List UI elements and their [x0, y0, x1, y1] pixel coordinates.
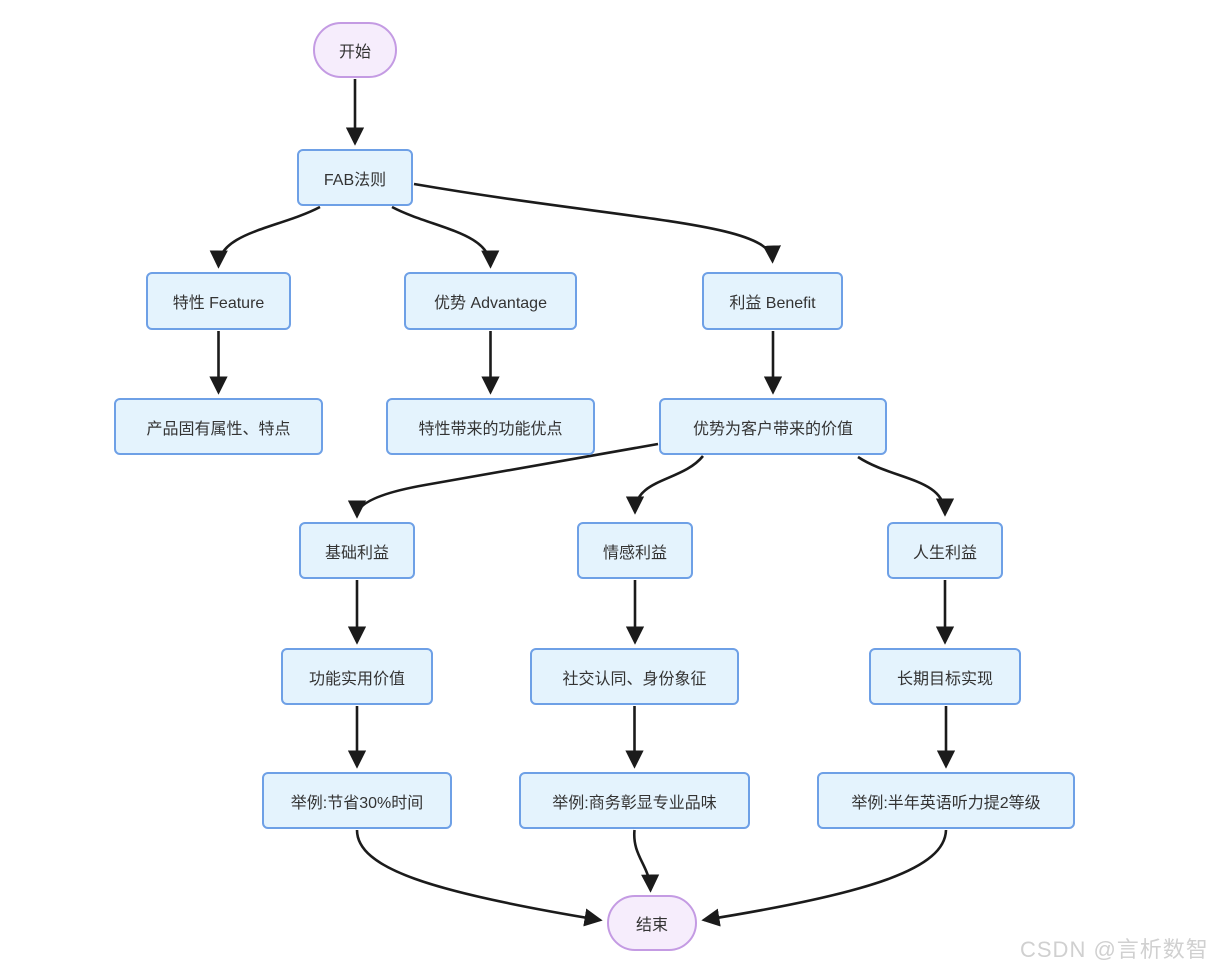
- node-benefit: 利益 Benefit: [702, 272, 843, 330]
- node-advantage-desc-label: 特性带来的功能优点: [418, 420, 563, 438]
- edge-benefitdesc-emotional: [625, 455, 705, 515]
- node-advantage: 优势 Advantage: [404, 272, 577, 330]
- node-emotional-benefit-label: 情感利益: [602, 544, 667, 562]
- node-fab-label: FAB法则: [323, 171, 387, 189]
- node-social-identity-label: 社交认同、身份象征: [562, 670, 707, 688]
- csdn-watermark: CSDN @言析数智: [1020, 937, 1209, 962]
- edge-fab-feature: [209, 205, 321, 269]
- node-feature: 特性 Feature: [146, 272, 291, 330]
- node-longterm-goal-label: 长期目标实现: [896, 670, 993, 688]
- edge-benefitdesc-life: [857, 455, 955, 517]
- node-advantage-desc: 特性带来的功能优点: [386, 398, 595, 455]
- node-example-business: 举例:商务彰显专业品味: [519, 772, 750, 829]
- node-example-time-label: 举例:节省30%时间: [290, 794, 424, 812]
- edge-fab-benefit: [413, 182, 781, 264]
- node-example-time: 举例:节省30%时间: [262, 772, 452, 829]
- edge-exenglish-end: [701, 829, 948, 927]
- edge-fab-advantage: [391, 205, 500, 269]
- node-example-business-label: 举例:商务彰显专业品味: [552, 794, 717, 812]
- node-feature-desc: 产品固有属性、特点: [114, 398, 323, 455]
- node-benefit-desc-label: 优势为客户带来的价值: [692, 420, 853, 438]
- edge-extime-end: [355, 829, 603, 927]
- edge-exbusiness-end: [633, 829, 660, 893]
- node-fab: FAB法则: [297, 149, 413, 206]
- node-benefit-desc: 优势为客户带来的价值: [659, 398, 887, 455]
- node-emotional-benefit: 情感利益: [577, 522, 693, 579]
- node-functional-value-label: 功能实用价值: [308, 670, 405, 688]
- node-basic-benefit: 基础利益: [299, 522, 415, 579]
- node-benefit-label: 利益 Benefit: [729, 295, 816, 312]
- node-example-english-label: 举例:半年英语听力提2等级: [851, 794, 1041, 812]
- node-longterm-goal: 长期目标实现: [869, 648, 1021, 705]
- node-start-label: 开始: [338, 44, 371, 61]
- node-functional-value: 功能实用价值: [281, 648, 433, 705]
- node-life-benefit: 人生利益: [887, 522, 1003, 579]
- node-start: 开始: [313, 22, 397, 78]
- node-basic-benefit-label: 基础利益: [324, 544, 389, 562]
- node-social-identity: 社交认同、身份象征: [530, 648, 739, 705]
- node-feature-desc-label: 产品固有属性、特点: [146, 420, 291, 438]
- node-life-benefit-label: 人生利益: [912, 544, 977, 562]
- node-example-english: 举例:半年英语听力提2等级: [817, 772, 1075, 829]
- node-end: 结束: [607, 895, 697, 951]
- node-end-label: 结束: [635, 917, 668, 934]
- node-feature-label: 特性 Feature: [172, 295, 265, 312]
- node-advantage-label: 优势 Advantage: [434, 295, 547, 312]
